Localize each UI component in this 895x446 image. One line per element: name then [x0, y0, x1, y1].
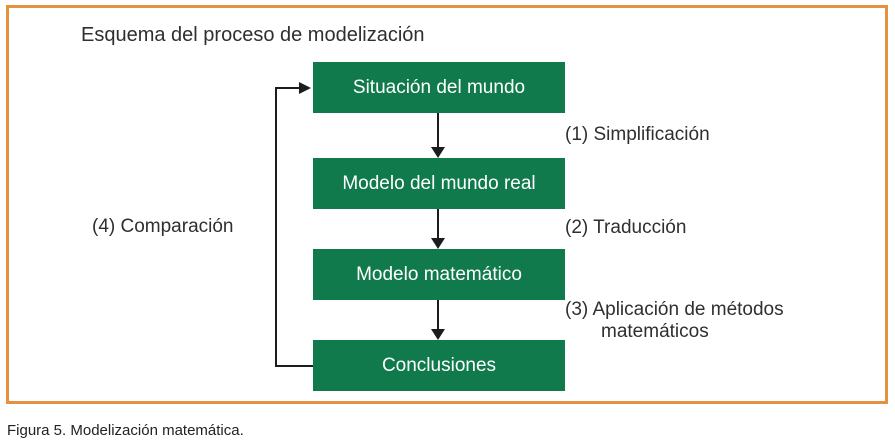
- feedback-line-bottom: [275, 365, 313, 367]
- flow-box-modelo-del-mundo-real: Modelo del mundo real: [313, 158, 565, 209]
- arrow-down-stem-1: [437, 113, 439, 147]
- arrow-down-icon-1: [431, 147, 445, 158]
- step-label-comparacion: (4) Comparación: [92, 216, 234, 237]
- step-label-aplicacion-metodos: (3) Aplicación de métodos matemáticos: [565, 299, 784, 343]
- step-label-traduccion: (2) Traducción: [565, 217, 687, 238]
- arrow-down-stem-2: [437, 209, 439, 238]
- arrow-down-icon-3: [431, 329, 445, 340]
- step-label-aplicacion-line2: matemáticos: [601, 321, 709, 342]
- figure-caption: Figura 5. Modelización matemática.: [7, 422, 244, 439]
- feedback-line-vertical: [275, 87, 277, 367]
- step-label-simplificacion: (1) Simplificación: [565, 124, 710, 145]
- flow-box-modelo-matematico: Modelo matemático: [313, 249, 565, 300]
- flow-box-situacion-del-mundo: Situación del mundo: [313, 62, 565, 113]
- arrow-down-stem-3: [437, 300, 439, 329]
- flow-box-conclusiones: Conclusiones: [313, 340, 565, 391]
- arrow-down-icon-2: [431, 238, 445, 249]
- feedback-arrow-right-icon: [299, 82, 311, 94]
- figure-title: Esquema del proceso de modelización: [81, 24, 425, 46]
- step-label-aplicacion-line1: (3) Aplicación de métodos: [565, 299, 784, 320]
- feedback-line-top: [275, 87, 299, 89]
